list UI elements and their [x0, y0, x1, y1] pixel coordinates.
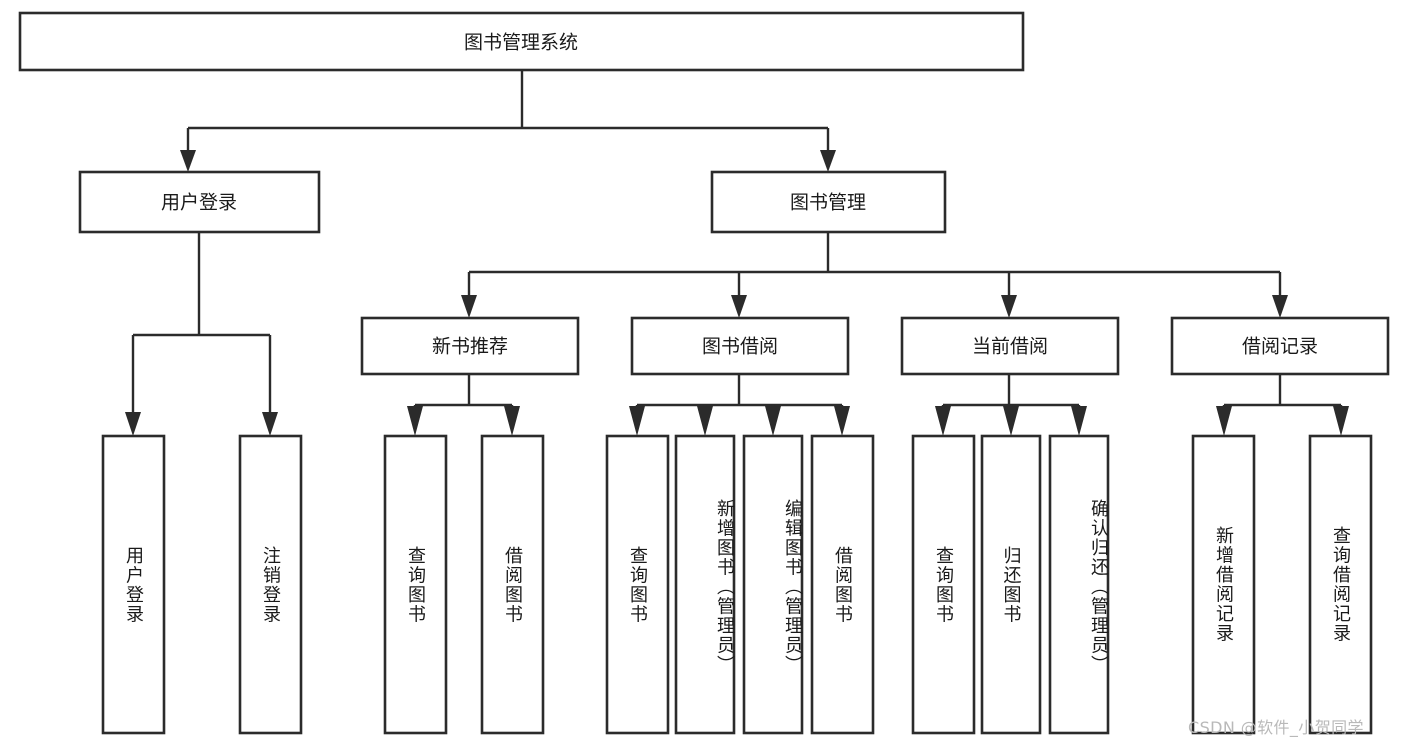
- leaf-borrow-books-box[interactable]: [810, 434, 875, 735]
- arrow-leaf-query-borrow-record: [1333, 406, 1349, 436]
- connector-layer: [125, 70, 1349, 436]
- arrow-leaf-query-books-borrow: [629, 406, 645, 436]
- arrow-to-borrowing-records: [1272, 295, 1288, 318]
- arrow-leaf-query-books-current: [935, 406, 951, 436]
- node-borrowing-records[interactable]: 借阅记录: [1170, 316, 1390, 376]
- arrow-leaf-borrow-books-recommend: [504, 406, 520, 436]
- node-book-management[interactable]: 图书管理: [710, 170, 947, 234]
- leaf-query-borrow-record-box[interactable]: [1308, 434, 1373, 735]
- arrow-leaf-confirm-return-admin: [1071, 406, 1087, 436]
- watermark-text: CSDN @软件_小贺同学: [1188, 718, 1364, 737]
- arrow-to-new-book-recommendation: [461, 295, 477, 318]
- node-root-library-management-system[interactable]: 图书管理系统: [18, 11, 1025, 72]
- arrow-root-to-bookmgmt: [820, 150, 836, 172]
- arrow-leaf-logout: [262, 412, 278, 436]
- leaf-query-books-recommend-box[interactable]: [383, 434, 448, 735]
- arrow-leaf-add-borrow-record: [1216, 406, 1232, 436]
- leaf-logout-box[interactable]: [238, 434, 303, 735]
- node-user-login-box: [78, 170, 321, 234]
- arrow-leaf-query-books-recommend: [407, 406, 423, 436]
- node-new-book-recommendation-box: [360, 316, 580, 376]
- leaf-edit-book-admin-box[interactable]: [742, 434, 804, 735]
- arrow-root-to-userlogin: [180, 150, 196, 172]
- node-current-borrowing-label: 当前借阅: [972, 336, 1048, 358]
- leaf-borrow-books-recommend-box[interactable]: [480, 434, 545, 735]
- leaf-query-books-current-box[interactable]: [911, 434, 976, 735]
- node-root-label: 图书管理系统: [464, 32, 578, 54]
- leaf-return-books-box[interactable]: [980, 434, 1042, 735]
- node-user-login[interactable]: 用户登录: [78, 170, 321, 234]
- arrow-to-current-borrowing: [1001, 295, 1017, 318]
- arrow-leaf-add-book-admin: [697, 406, 713, 436]
- node-user-login-label: 用户登录: [161, 192, 237, 214]
- leaf-query-books-borrow-box[interactable]: [605, 434, 670, 735]
- node-current-borrowing[interactable]: 当前借阅: [900, 316, 1120, 376]
- node-book-borrowing[interactable]: 图书借阅: [630, 316, 850, 376]
- node-book-borrowing-box: [630, 316, 850, 376]
- arrow-leaf-borrow-books: [834, 406, 850, 436]
- node-new-book-recommendation-label: 新书推荐: [432, 336, 508, 358]
- node-root-box: [18, 11, 1025, 72]
- leaf-add-borrow-record-box[interactable]: [1191, 434, 1256, 735]
- leaf-user-login-box[interactable]: [101, 434, 166, 735]
- node-book-borrowing-label: 图书借阅: [702, 336, 778, 358]
- arrow-leaf-user-login: [125, 412, 141, 436]
- node-borrowing-records-box: [1170, 316, 1390, 376]
- node-new-book-recommendation[interactable]: 新书推荐: [360, 316, 580, 376]
- arrow-to-book-borrowing: [731, 295, 747, 318]
- node-current-borrowing-box: [900, 316, 1120, 376]
- leaf-confirm-return-admin-box[interactable]: [1048, 434, 1110, 735]
- node-borrowing-records-label: 借阅记录: [1242, 336, 1318, 358]
- node-book-management-label: 图书管理: [790, 192, 866, 214]
- leaf-add-book-admin-box[interactable]: [674, 434, 736, 735]
- arrow-leaf-return-books: [1003, 406, 1019, 436]
- arrow-leaf-edit-book-admin: [765, 406, 781, 436]
- node-book-management-box: [710, 170, 947, 234]
